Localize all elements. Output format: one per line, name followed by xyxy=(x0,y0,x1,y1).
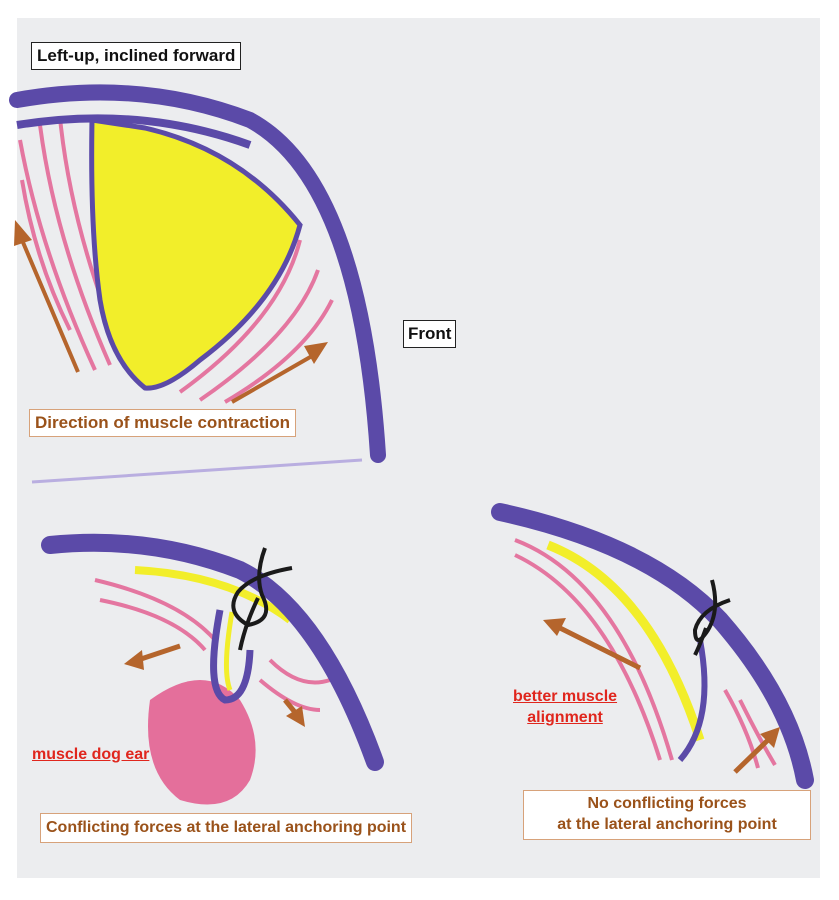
baseline-line xyxy=(31,458,363,484)
bottom-left-diagram xyxy=(41,533,384,805)
arrow-up-icon xyxy=(14,220,80,373)
better-alignment-line1: better muscle xyxy=(513,688,618,705)
suture-knot-icon xyxy=(692,579,731,656)
better-alignment-label: better muscle alignment xyxy=(513,687,617,729)
skin-layer-br xyxy=(491,503,814,789)
arrow-right-icon xyxy=(231,342,328,404)
better-alignment-line2: alignment xyxy=(527,708,603,726)
bottom-right-diagram xyxy=(491,503,814,789)
skin-layer-bl xyxy=(41,533,384,771)
fat-layer-br xyxy=(546,540,705,742)
dog-ear-bulge xyxy=(148,680,256,805)
muscle-fibers-br xyxy=(514,538,777,769)
front-label: Front xyxy=(403,320,457,348)
no-conflict-line1: No conflicting forces xyxy=(587,795,747,812)
no-conflicting-forces-label: No conflicting forces at the lateral anc… xyxy=(523,790,811,840)
arrow-left-icon xyxy=(543,618,642,671)
suture-knot-icon xyxy=(231,547,293,651)
top-diagram xyxy=(9,84,386,484)
dog-ear-label: muscle dog ear xyxy=(32,746,150,763)
skin-layer-top xyxy=(9,84,386,463)
fat-pad-top xyxy=(89,117,303,391)
fold-skin-bl xyxy=(210,609,254,704)
arrow-down-icon xyxy=(283,698,305,727)
direction-label: Direction of muscle contraction xyxy=(29,409,297,437)
fat-layer-bl xyxy=(134,566,293,624)
conflicting-forces-label: Conflicting forces at the lateral anchor… xyxy=(40,813,413,843)
view-label: Left-up, inclined forward xyxy=(31,42,242,70)
arrow-up-icon xyxy=(733,727,780,774)
arrow-left-icon xyxy=(124,643,181,670)
no-conflict-line2: at the lateral anchoring point xyxy=(557,815,777,833)
muscle-fibers-lower xyxy=(178,239,334,404)
fold-skin-br xyxy=(677,639,708,762)
muscle-fibers-bl xyxy=(94,578,331,712)
